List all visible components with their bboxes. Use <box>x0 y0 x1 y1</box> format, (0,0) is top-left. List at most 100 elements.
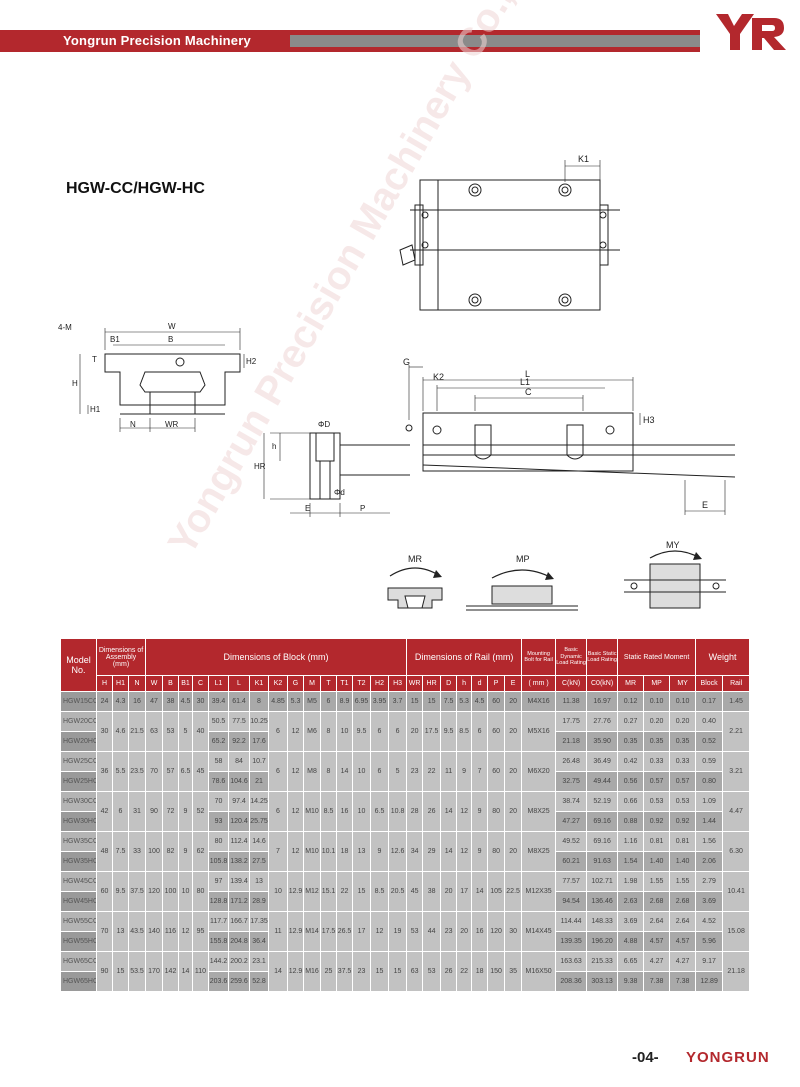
cell-b: 142 <box>162 951 179 992</box>
cell-c: 110 <box>192 951 209 992</box>
front-view-drawing: W B1 B 4-M T H H1 H2 N WR <box>58 322 257 432</box>
model-cell: HGW55HC <box>60 931 97 952</box>
cell-k1: 28.9 <box>249 891 269 912</box>
cell-wr: 23 <box>406 751 424 792</box>
cell-k2: 14 <box>268 951 288 992</box>
label-l: L <box>525 369 530 379</box>
cell-d: 18 <box>471 951 489 992</box>
header-model: Model No. <box>60 638 97 692</box>
cell-k2: 4.85 <box>268 691 288 712</box>
subheader-cell: ( mm ) <box>521 675 557 692</box>
header-static: Basic Static Load Rating <box>586 638 619 676</box>
cell-h2: 6 <box>370 751 389 792</box>
cell-h: 20 <box>456 911 473 952</box>
cell-rail: 3.21 <box>722 751 751 792</box>
cell-t1: 18 <box>336 831 353 872</box>
label-mp: MP <box>516 554 530 564</box>
model-cell: HGW35HC <box>60 851 97 872</box>
subheader-cell: D <box>440 675 458 692</box>
cell-l: 84 <box>228 751 250 772</box>
cell-d: 23 <box>440 911 458 952</box>
cell-h: 22 <box>456 951 473 992</box>
cell-mr: 9.38 <box>617 971 645 992</box>
cell-b: 82 <box>162 831 179 872</box>
cell-c0_kn: 91.63 <box>586 851 619 872</box>
cell-g: 12 <box>287 831 304 872</box>
cell-c: 52 <box>192 791 209 832</box>
cell-mp: 1.55 <box>643 871 671 892</box>
label-k1: K1 <box>578 154 589 164</box>
cell-b: 53 <box>162 711 179 752</box>
cell-hr: 22 <box>422 751 442 792</box>
top-view-drawing: K1 <box>399 154 620 311</box>
cell-c_kn: 94.54 <box>555 891 588 912</box>
cell-c: 40 <box>192 711 209 752</box>
cell-l: 166.7 <box>228 911 250 932</box>
subheader-cell: MR <box>617 675 645 692</box>
label-wr: WR <box>165 420 179 429</box>
cell-k1: 25.75 <box>249 811 269 832</box>
cell-h: 24 <box>96 691 113 712</box>
cell-b: 72 <box>162 791 179 832</box>
cell-mr: 3.69 <box>617 911 645 932</box>
cell-mp: 0.92 <box>643 811 671 832</box>
subheader-cell: MY <box>669 675 697 692</box>
cell-t2: 10 <box>352 751 371 792</box>
cell-e: 30 <box>504 911 523 952</box>
cell-l1: 203.6 <box>208 971 229 992</box>
cell-h: 70 <box>96 911 113 952</box>
cell-bolt: M4X16 <box>521 691 557 712</box>
cell-l: 138.2 <box>228 851 250 872</box>
moment-mr-diagram: MR <box>387 554 443 609</box>
cell-t2: 15 <box>352 871 371 912</box>
cell-w: 120 <box>145 871 163 912</box>
model-cell: HGW45HC <box>60 891 97 912</box>
label-phi-d-big: ΦD <box>318 420 330 429</box>
header-bolt: Mounting Bolt for Rail <box>521 638 557 676</box>
header-moment: Static Rated Moment <box>617 638 697 676</box>
cell-b1: 9 <box>178 831 193 872</box>
cell-l1: 128.8 <box>208 891 229 912</box>
cell-d: 7.5 <box>440 691 458 712</box>
subheader-cell: W <box>145 675 163 692</box>
cell-d: 14 <box>471 871 489 912</box>
cell-c_kn: 163.63 <box>555 951 588 972</box>
cell-k1: 8 <box>249 691 269 712</box>
cell-n: 31 <box>128 791 146 832</box>
cell-d: 9 <box>471 831 489 872</box>
header-weight: Weight <box>695 638 751 676</box>
cell-block: 9.17 <box>695 951 724 972</box>
cell-mr: 1.16 <box>617 831 645 852</box>
cell-k1: 21 <box>249 771 269 792</box>
cell-b1: 12 <box>178 911 193 952</box>
cell-d: 9 <box>471 791 489 832</box>
cell-p: 80 <box>487 831 506 872</box>
yr-logo <box>716 14 786 50</box>
label-l1: L1 <box>520 377 530 387</box>
cell-k1: 36.4 <box>249 931 269 952</box>
cell-k1: 27.5 <box>249 851 269 872</box>
cell-c_kn: 26.48 <box>555 751 588 772</box>
cell-h1: 6 <box>112 791 129 832</box>
subheader-cell: WR <box>406 675 424 692</box>
cell-h2: 3.95 <box>370 691 389 712</box>
cell-c_kn: 21.18 <box>555 731 588 752</box>
cell-h1: 5.5 <box>112 751 129 792</box>
cell-t: 8 <box>320 751 337 792</box>
cell-h1: 13 <box>112 911 129 952</box>
cell-mr: 0.42 <box>617 751 645 772</box>
cell-rail: 21.18 <box>722 951 751 992</box>
cell-mp: 0.57 <box>643 771 671 792</box>
cell-h1: 15 <box>112 951 129 992</box>
label-h-small: h <box>272 442 276 451</box>
cell-b: 100 <box>162 871 179 912</box>
subheader-cell: HR <box>422 675 442 692</box>
cell-h3: 20.5 <box>387 871 408 912</box>
cell-p: 60 <box>487 751 506 792</box>
cell-bolt: M5X16 <box>521 711 557 752</box>
cell-t1: 37.5 <box>336 951 353 992</box>
